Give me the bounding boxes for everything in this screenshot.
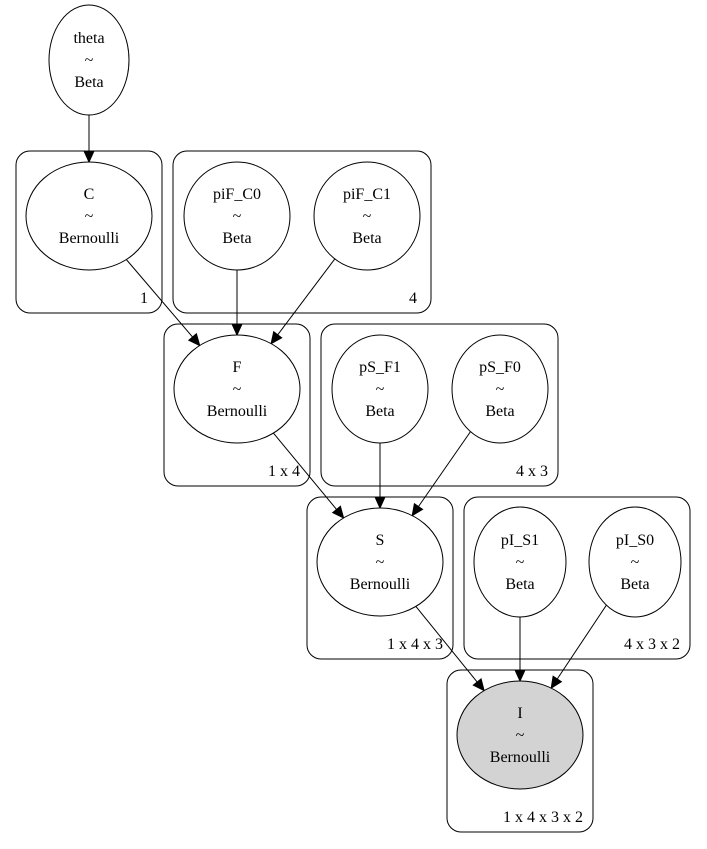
- node-name: pS_F1: [359, 359, 401, 376]
- node-tilde: ~: [516, 554, 525, 571]
- node-C: C ~ Bernoulli: [25, 161, 153, 271]
- edge-line: [273, 432, 337, 510]
- node-piF_C0: piF_C0 ~ Beta: [183, 161, 291, 271]
- plate-f-label: 1 x 4: [268, 463, 300, 480]
- node-distribution: Bernoulli: [490, 749, 551, 766]
- node-pS_F1-ellipse: [331, 334, 429, 444]
- edge-piF_C0-to-F: [231, 270, 243, 337]
- plate-s-label: 1 x 4 x 3: [387, 636, 443, 653]
- node-tilde: ~: [496, 381, 505, 398]
- plate-c-label: 1: [140, 290, 148, 307]
- edge-line: [415, 606, 478, 683]
- edge-pI_S1-to-I: [514, 617, 526, 683]
- plate-pi-border: [463, 496, 691, 660]
- node-theta: theta ~ Beta: [48, 4, 130, 116]
- node-pI_S0: pI_S0 ~ Beta: [588, 506, 682, 618]
- node-distribution: Beta: [222, 230, 251, 247]
- node-distribution: Beta: [365, 403, 394, 420]
- node-I-ellipse: [456, 680, 584, 790]
- node-pS_F1: pS_F1 ~ Beta: [331, 334, 429, 444]
- node-distribution: Beta: [505, 576, 534, 593]
- arrowhead-icon: [514, 669, 526, 683]
- node-tilde: ~: [363, 208, 372, 225]
- edge-pS_F1-to-S: [374, 443, 386, 510]
- edge-theta-to-C: [83, 115, 95, 164]
- node-S-ellipse: [316, 507, 444, 617]
- edge-line: [125, 259, 193, 338]
- node-name: C: [84, 186, 95, 203]
- node-distribution: Beta: [620, 576, 649, 593]
- edges-layer: [83, 115, 607, 692]
- plate-pif-border: [172, 150, 432, 314]
- node-F-ellipse: [173, 334, 301, 444]
- arrowhead-icon: [231, 323, 243, 337]
- node-I: I ~ Bernoulli: [456, 680, 584, 790]
- arrowhead-icon: [331, 505, 345, 519]
- node-theta-ellipse: [48, 4, 130, 116]
- edge-line: [556, 604, 607, 680]
- node-pS_F0: pS_F0 ~ Beta: [451, 334, 549, 444]
- node-S: S ~ Bernoulli: [316, 507, 444, 617]
- node-name: pS_F0: [479, 359, 521, 376]
- node-tilde: ~: [516, 727, 525, 744]
- arrowhead-icon: [270, 330, 283, 345]
- plate-ps-label: 4 x 3: [516, 463, 548, 480]
- node-distribution: Bernoulli: [59, 230, 120, 247]
- edge-pI_S0-to-I: [550, 604, 607, 690]
- node-piF_C0-ellipse: [183, 161, 291, 271]
- edge-S-to-I: [415, 606, 485, 692]
- plate-ps-border: [320, 323, 559, 487]
- edge-C-to-F: [125, 259, 201, 347]
- arrowhead-icon: [472, 678, 485, 692]
- plate-pif-label: 4: [409, 290, 417, 307]
- node-name: F: [233, 359, 242, 376]
- edge-piF_C1-to-F: [270, 258, 336, 345]
- node-name: pI_S0: [616, 532, 654, 549]
- edge-line: [277, 258, 336, 336]
- plate-pi-label: 4 x 3 x 2: [624, 636, 680, 653]
- node-name: I: [517, 705, 522, 722]
- plate-pif: 4: [172, 150, 432, 314]
- node-distribution: Beta: [352, 230, 381, 247]
- arrowhead-icon: [550, 675, 563, 690]
- arrowhead-icon: [411, 502, 424, 517]
- node-tilde: ~: [376, 381, 385, 398]
- node-C-ellipse: [25, 161, 153, 271]
- node-pI_S0-ellipse: [588, 506, 682, 618]
- plate-ps: 4 x 3: [320, 323, 559, 487]
- node-pS_F0-ellipse: [451, 334, 549, 444]
- node-tilde: ~: [233, 208, 242, 225]
- node-distribution: Bernoulli: [350, 576, 411, 593]
- nodes-layer: theta~BetaC~BernoullipiF_C0~BetapiF_C1~B…: [25, 4, 682, 790]
- node-tilde: ~: [233, 381, 242, 398]
- arrowhead-icon: [83, 150, 95, 164]
- node-pI_S1-ellipse: [473, 506, 567, 618]
- node-F: F ~ Bernoulli: [173, 334, 301, 444]
- node-tilde: ~: [85, 208, 94, 225]
- node-piF_C1: piF_C1 ~ Beta: [313, 161, 421, 271]
- edge-F-to-S: [273, 432, 345, 519]
- plate-pi: 4 x 3 x 2: [463, 496, 691, 660]
- node-name: S: [376, 532, 385, 549]
- node-name: theta: [73, 30, 104, 47]
- node-tilde: ~: [85, 52, 94, 69]
- node-distribution: Bernoulli: [207, 403, 268, 420]
- node-tilde: ~: [376, 554, 385, 571]
- node-distribution: Beta: [74, 74, 103, 91]
- node-name: piF_C1: [343, 186, 391, 203]
- arrowhead-icon: [187, 332, 201, 347]
- node-distribution: Beta: [485, 403, 514, 420]
- node-piF_C1-ellipse: [313, 161, 421, 271]
- arrowhead-icon: [374, 496, 386, 510]
- node-name: pI_S1: [501, 532, 539, 549]
- edge-line: [418, 431, 471, 507]
- plate-i-label: 1 x 4 x 3 x 2: [503, 809, 583, 826]
- node-name: piF_C0: [213, 186, 261, 203]
- node-pI_S1: pI_S1 ~ Beta: [473, 506, 567, 618]
- edge-pS_F0-to-S: [411, 431, 471, 517]
- node-tilde: ~: [631, 554, 640, 571]
